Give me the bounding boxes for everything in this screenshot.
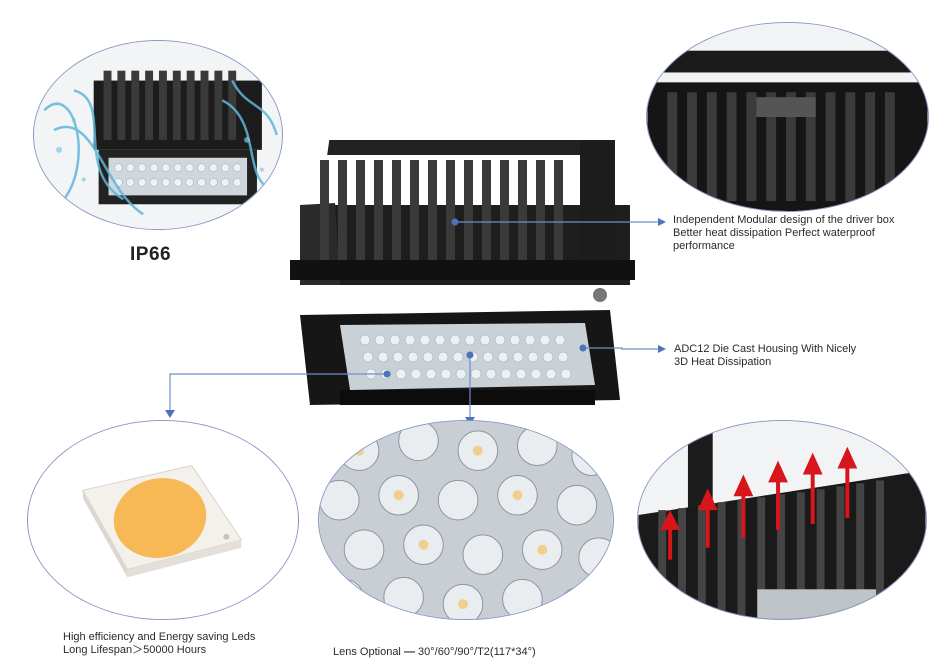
leds-caption-line2: Long Lifespan＞50000 Hours bbox=[63, 644, 207, 656]
driver-box-callout-line2: Better heat dissipation Perfect waterpro… bbox=[673, 227, 875, 239]
lens-detail-oval bbox=[318, 420, 614, 620]
driver-box-callout-line3: performance bbox=[673, 240, 735, 252]
waterproof-detail-image bbox=[34, 41, 282, 229]
housing-callout-line1: ADC12 Die Cast Housing With Nicely bbox=[674, 343, 857, 355]
driver-box-callout: Independent Modular design of the driver… bbox=[673, 214, 894, 253]
driver-box-detail-oval bbox=[646, 22, 929, 212]
led-chip-image bbox=[28, 421, 298, 619]
driver-box-callout-line1: Independent Modular design of the driver… bbox=[673, 214, 895, 226]
ip66-label: IP66 bbox=[130, 244, 172, 265]
lens-caption-options: 30°/60°/90°/T2(117*34°) bbox=[418, 646, 536, 658]
leds-caption-line1: High efficiency and Energy saving Leds bbox=[63, 631, 256, 643]
waterproof-detail-oval bbox=[33, 40, 283, 230]
housing-callout: ADC12 Die Cast Housing With Nicely 3D He… bbox=[674, 343, 856, 369]
lens-caption-dash: — bbox=[403, 646, 415, 658]
heat-arrows bbox=[660, 446, 858, 560]
lens-caption-label: Lens Optional bbox=[333, 646, 401, 658]
lens-caption: Lens Optional — 30°/60°/90°/T2(117*34°) bbox=[333, 646, 536, 659]
driver-box-detail-image bbox=[647, 23, 928, 211]
led-chip-detail-oval bbox=[27, 420, 299, 620]
leds-caption: High efficiency and Energy saving Leds L… bbox=[63, 631, 255, 657]
lens-detail-image bbox=[319, 421, 613, 619]
housing-callout-line2: 3D Heat Dissipation bbox=[674, 356, 772, 368]
floodlight-product-image bbox=[290, 140, 635, 405]
heat-dissipation-image bbox=[638, 421, 926, 619]
heat-dissipation-detail-oval bbox=[637, 420, 927, 620]
